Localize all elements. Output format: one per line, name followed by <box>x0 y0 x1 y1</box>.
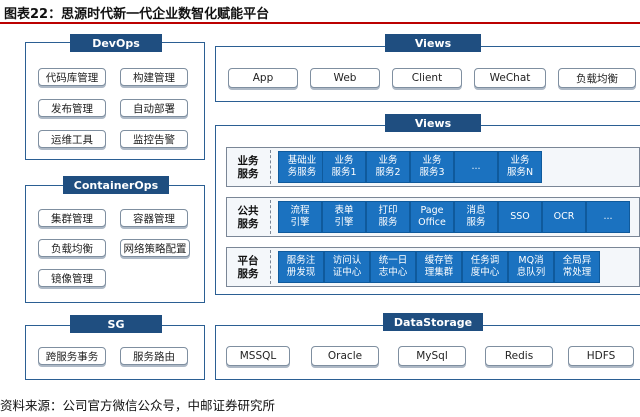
business-divider <box>270 150 271 184</box>
containerops-item: 容器管理 <box>120 209 188 227</box>
datastorage-item-redis: Redis <box>485 346 553 366</box>
public-service-box: ... <box>586 201 630 233</box>
sg-item: 服务路由 <box>120 347 188 365</box>
datastorage-item-hdfs: HDFS <box>568 346 634 366</box>
platform-service-box: 任务调度中心 <box>462 251 508 283</box>
devops-item: 监控告警 <box>120 130 188 148</box>
sg-header: SG <box>70 315 162 333</box>
devops-item: 自动部署 <box>120 99 188 117</box>
public-services-label: 公共服务 <box>237 205 259 230</box>
business-service-box: 业务服务N <box>498 151 542 183</box>
public-service-box: 打印服务 <box>366 201 410 233</box>
business-service-box: 基础业务服务 <box>278 151 326 183</box>
datastorage-item-mysql: MySql <box>398 346 466 366</box>
platform-service-box: 访问认证中心 <box>324 251 370 283</box>
view-item-load-balance: 负载均衡 <box>558 68 636 88</box>
title-divider <box>0 22 640 24</box>
devops-item: 运维工具 <box>38 130 106 148</box>
platform-service-box: 服务注册发现 <box>278 251 324 283</box>
view-item-wechat: WeChat <box>474 68 546 88</box>
business-service-box: 业务服务1 <box>322 151 366 183</box>
business-service-box: 业务服务3 <box>410 151 454 183</box>
view-item-web: Web <box>310 68 380 88</box>
datastorage-header: DataStorage <box>383 313 483 331</box>
datastorage-item-oracle: Oracle <box>311 346 379 366</box>
platform-service-box: MQ消息队列 <box>508 251 554 283</box>
platform-services-label: 平台服务 <box>237 255 259 280</box>
datastorage-item-mssql: MSSQL <box>226 346 290 366</box>
public-divider <box>270 200 271 234</box>
sg-item: 跨服务事务 <box>38 347 106 365</box>
devops-item: 发布管理 <box>38 99 106 117</box>
business-service-box: 业务服务2 <box>366 151 410 183</box>
public-service-box: 流程引擎 <box>278 201 322 233</box>
public-service-box: SSO <box>498 201 542 233</box>
views-top-header: Views <box>385 34 481 52</box>
containerops-item: 镜像管理 <box>38 269 106 287</box>
business-services-label: 业务服务 <box>237 155 259 180</box>
public-service-box: 消息服务 <box>454 201 498 233</box>
containerops-item: 负载均衡 <box>38 239 106 257</box>
devops-header: DevOps <box>70 34 162 52</box>
views-main-header: Views <box>385 114 481 132</box>
platform-service-box: 全局异常处理 <box>554 251 600 283</box>
platform-service-box: 统一日志中心 <box>370 251 416 283</box>
containerops-item: 集群管理 <box>38 209 106 227</box>
containerops-header: ContainerOps <box>63 176 169 194</box>
devops-item: 构建管理 <box>120 68 188 86</box>
devops-item: 代码库管理 <box>38 68 106 86</box>
platform-service-box: 缓存管理集群 <box>416 251 462 283</box>
public-service-box: OCR <box>542 201 586 233</box>
view-item-app: App <box>228 68 298 88</box>
containerops-item: 网络策略配置 <box>120 239 190 257</box>
figure-source: 资料来源：公司官方微信公众号，中邮证券研究所 <box>0 398 276 413</box>
view-item-client: Client <box>392 68 462 88</box>
business-service-box: ... <box>454 151 498 183</box>
platform-divider <box>270 250 271 284</box>
figure-title: 图表22：思源时代新一代企业数智化赋能平台 <box>4 7 270 22</box>
public-service-box: 表单引擎 <box>322 201 366 233</box>
